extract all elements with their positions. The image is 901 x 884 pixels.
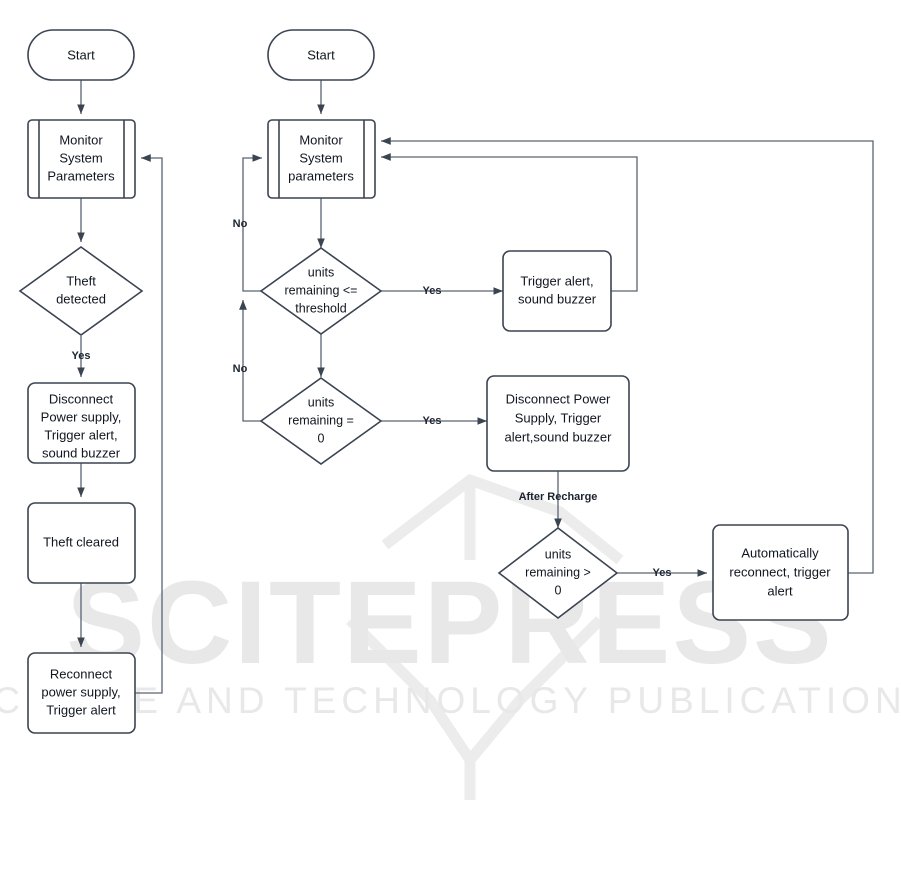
node-r-start[interactable]: Start — [267, 29, 375, 81]
watermark-graphic — [346, 473, 624, 800]
terminator-shape — [267, 29, 375, 81]
edge-label-after-recharge: After Recharge — [519, 491, 598, 503]
process-shape — [27, 652, 136, 734]
node-label-line-2: remaining <= — [285, 283, 358, 297]
edge-rreconnect-rmonitor — [381, 137, 874, 574]
node-label-line-4: sound buzzer — [42, 445, 121, 460]
right-flow-edges — [239, 80, 874, 577]
node-label-line-2: System — [299, 150, 342, 165]
node-label-line-1: units — [308, 395, 334, 409]
node-label-line-3: Trigger alert, — [44, 427, 117, 442]
decision-shape — [497, 526, 619, 620]
node-label-line-3: Parameters — [47, 168, 115, 183]
edge-label-theft-yes: Yes — [72, 350, 91, 362]
node-label-line-1: units — [545, 547, 571, 561]
node-label-line-1: Automatically — [741, 545, 819, 560]
node-label-line-1: Monitor — [299, 132, 343, 147]
edge-ralert-rmonitor — [381, 153, 638, 292]
node-l-monitor[interactable]: Monitor System Parameters — [27, 119, 136, 199]
node-l-start[interactable]: Start — [27, 29, 135, 81]
terminator-shape — [27, 29, 135, 81]
node-label-line-1: Disconnect — [49, 391, 114, 406]
node-label-line-3: threshold — [295, 301, 346, 315]
node-label: Start — [67, 47, 95, 62]
node-label-line-2: power supply, — [41, 684, 120, 699]
node-l-theft[interactable]: Theft detected — [18, 246, 144, 336]
node-label-line-3: parameters — [288, 168, 354, 183]
watermark-sub-text: SCIENCE AND TECHNOLOGY PUBLICATIONS — [0, 680, 901, 721]
node-label-line-2: System — [59, 150, 102, 165]
node-r-disconnect[interactable]: Disconnect Power Supply, Trigger alert,s… — [486, 375, 630, 472]
node-label: Start — [307, 47, 335, 62]
edge-label-zero-yes: Yes — [423, 415, 442, 427]
process-shape — [486, 375, 630, 472]
predefined-process-shape — [27, 119, 136, 199]
node-r-alert[interactable]: Trigger alert, sound buzzer — [502, 250, 612, 332]
node-label-line-3: 0 — [555, 583, 562, 597]
node-label-line-2: reconnect, trigger — [729, 564, 831, 579]
watermark-main-text: SCITEPRESS — [66, 557, 834, 689]
left-flow-edges — [77, 80, 163, 694]
predefined-process-shape — [267, 119, 376, 199]
node-label-line-2: remaining = — [288, 413, 354, 427]
node-label-line-1: Trigger alert, — [520, 273, 593, 288]
process-shape — [502, 250, 612, 332]
node-label-line-1: Disconnect Power — [506, 391, 611, 406]
node-label-line-3: alert — [767, 583, 793, 598]
node-label-line-1: Theft cleared — [43, 534, 119, 549]
node-label-line-2: detected — [56, 291, 106, 306]
node-label-line-3: 0 — [318, 431, 325, 445]
node-l-cleared[interactable]: Theft cleared — [27, 502, 136, 584]
node-label-line-2: Power supply, — [41, 409, 122, 424]
edge-lreconnect-lmonitor — [135, 154, 163, 694]
process-shape — [27, 502, 136, 584]
node-l-disconnect[interactable]: Disconnect Power supply, Trigger alert, … — [27, 382, 136, 464]
node-label-line-1: units — [308, 265, 334, 279]
edge-rthreshold-rmonitor-no — [242, 154, 262, 292]
process-shape — [27, 382, 136, 464]
node-label-line-3: Trigger alert — [46, 702, 116, 717]
edge-label-threshold-yes: Yes — [423, 285, 442, 297]
decision-shape — [259, 377, 383, 465]
node-label-line-2: Supply, Trigger — [515, 410, 602, 425]
node-r-reconnect[interactable]: Automatically reconnect, trigger alert — [712, 524, 849, 621]
edge-rzero-rmonitor-no — [239, 300, 261, 422]
node-r-threshold[interactable]: units remaining <= threshold — [259, 247, 383, 335]
edge-label-zero-no: No — [233, 363, 248, 375]
edge-label-gtzero-yes: Yes — [653, 567, 672, 579]
node-label-line-3: alert,sound buzzer — [505, 429, 613, 444]
decision-shape — [18, 246, 144, 336]
process-shape — [712, 524, 849, 621]
node-label-line-2: sound buzzer — [518, 291, 597, 306]
node-label-line-1: Theft — [66, 273, 96, 288]
node-r-monitor[interactable]: Monitor System parameters — [267, 119, 376, 199]
node-l-reconnect[interactable]: Reconnect power supply, Trigger alert — [27, 652, 136, 734]
node-label-line-2: remaining > — [525, 565, 591, 579]
node-label-line-1: Reconnect — [50, 666, 113, 681]
node-r-zero[interactable]: units remaining = 0 — [259, 377, 383, 465]
node-label-line-1: Monitor — [59, 132, 103, 147]
decision-shape — [259, 247, 383, 335]
edge-label-threshold-no: No — [233, 218, 248, 230]
node-r-gtzero[interactable]: units remaining > 0 — [497, 526, 619, 620]
